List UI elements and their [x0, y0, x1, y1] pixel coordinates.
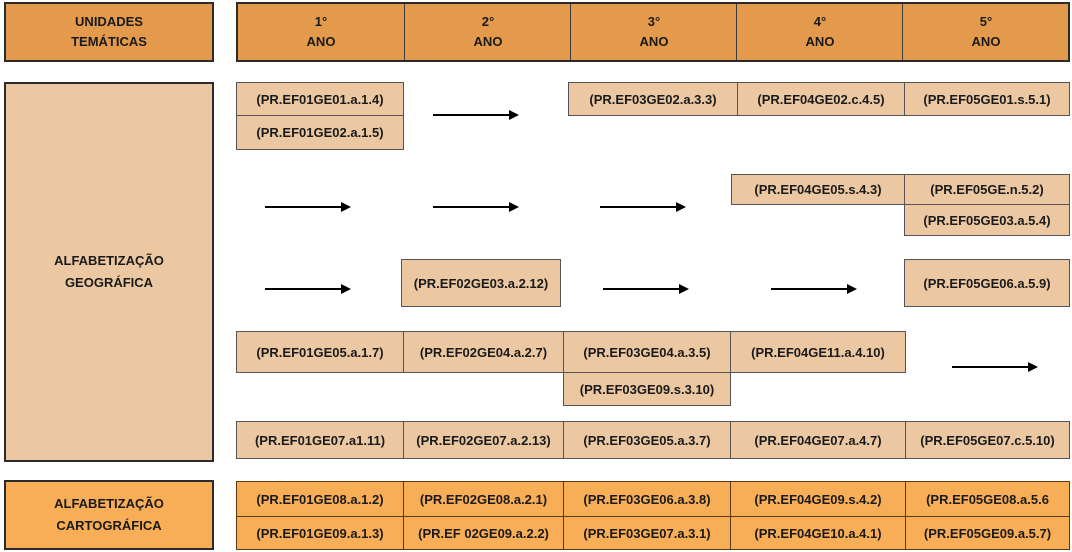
code-box: (PR.EF01GE08.a.1.2)	[236, 481, 404, 517]
code-box: (PR.EF02GE07.a.2.13)	[403, 421, 564, 459]
year-label: ANO	[473, 34, 503, 49]
theme-carto-line2: CARTOGRÁFICA	[56, 518, 162, 533]
year-number: 4°	[813, 14, 827, 29]
code-box: (PR.EF03GE07.a.3.1)	[563, 516, 731, 550]
continuation-arrow	[433, 110, 519, 120]
code-box: (PR.EF02GE04.a.2.7)	[403, 331, 564, 373]
theme-geo-line1: ALFABETIZAÇÃO	[54, 253, 164, 268]
code-box: (PR.EF04GE11.a.4.10)	[730, 331, 906, 373]
code-box: (PR.EF04GE10.a.4.1)	[730, 516, 906, 550]
code-box: (PR.EF01GE02.a.1.5)	[236, 115, 404, 150]
code-box: (PR.EF02GE03.a.2.12)	[401, 259, 561, 307]
continuation-arrow	[265, 202, 351, 212]
year-number: 3°	[647, 14, 661, 29]
code-box: (PR.EF04GE09.s.4.2)	[730, 481, 906, 517]
code-box: (PR.EF05GE.n.5.2)	[904, 174, 1070, 205]
code-box: (PR.EF02GE08.a.2.1)	[403, 481, 564, 517]
year-number: 5°	[979, 14, 993, 29]
code-box: (PR.EF04GE02.c.4.5)	[737, 82, 905, 116]
theme-carto-line1: ALFABETIZAÇÃO	[54, 496, 164, 511]
theme-alfabetizacao-cartografica: ALFABETIZAÇÃO CARTOGRÁFICA	[4, 480, 214, 550]
header-year-2: 2° ANO	[404, 4, 571, 60]
header-years-row: 1° ANO 2° ANO 3° ANO 4° ANO 5° ANO	[236, 2, 1070, 62]
code-box: (PR.EF04GE05.s.4.3)	[731, 174, 905, 205]
code-box: (PR.EF03GE04.a.3.5)	[563, 331, 731, 373]
code-box: (PR.EF 02GE09.a.2.2)	[403, 516, 564, 550]
header-year-3: 3° ANO	[570, 4, 737, 60]
continuation-arrow	[600, 202, 686, 212]
code-box: (PR.EF05GE07.c.5.10)	[905, 421, 1070, 459]
year-label: ANO	[306, 34, 336, 49]
header-year-1: 1° ANO	[238, 4, 404, 60]
year-number: 1°	[314, 14, 328, 29]
code-box: (PR.EF03GE02.a.3.3)	[568, 82, 738, 116]
header-year-5: 5° ANO	[902, 4, 1069, 60]
theme-geo-line2: GEOGRÁFICA	[64, 275, 154, 290]
code-box: (PR.EF03GE06.a.3.8)	[563, 481, 731, 517]
code-box: (PR.EF05GE09.a.5.7)	[905, 516, 1070, 550]
year-label: ANO	[971, 34, 1001, 49]
header-theme-cell: UNIDADES TEMÁTICAS	[4, 2, 214, 62]
code-box: (PR.EF05GE08.a.5.6	[905, 481, 1070, 517]
code-box: (PR.EF01GE01.a.1.4)	[236, 82, 404, 116]
continuation-arrow	[771, 284, 857, 294]
header-year-4: 4° ANO	[736, 4, 903, 60]
code-box: (PR.EF03GE09.s.3.10)	[563, 372, 731, 406]
continuation-arrow	[433, 202, 519, 212]
code-box: (PR.EF05GE01.s.5.1)	[904, 82, 1070, 116]
header-theme-line1: UNIDADES	[75, 14, 143, 29]
code-box: (PR.EF05GE06.a.5.9)	[904, 259, 1070, 307]
header-theme-line2: TEMÁTICAS	[71, 34, 147, 49]
code-box: (PR.EF03GE05.a.3.7)	[563, 421, 731, 459]
code-box: (PR.EF01GE09.a.1.3)	[236, 516, 404, 550]
continuation-arrow	[265, 284, 351, 294]
continuation-arrow	[603, 284, 689, 294]
theme-alfabetizacao-geografica: ALFABETIZAÇÃO GEOGRÁFICA	[4, 82, 214, 462]
code-box: (PR.EF01GE07.a1.11)	[236, 421, 404, 459]
year-number: 2°	[481, 14, 495, 29]
code-box: (PR.EF05GE03.a.5.4)	[904, 204, 1070, 236]
year-label: ANO	[639, 34, 669, 49]
continuation-arrow	[952, 362, 1038, 372]
code-box: (PR.EF04GE07.a.4.7)	[730, 421, 906, 459]
year-label: ANO	[805, 34, 835, 49]
code-box: (PR.EF01GE05.a.1.7)	[236, 331, 404, 373]
